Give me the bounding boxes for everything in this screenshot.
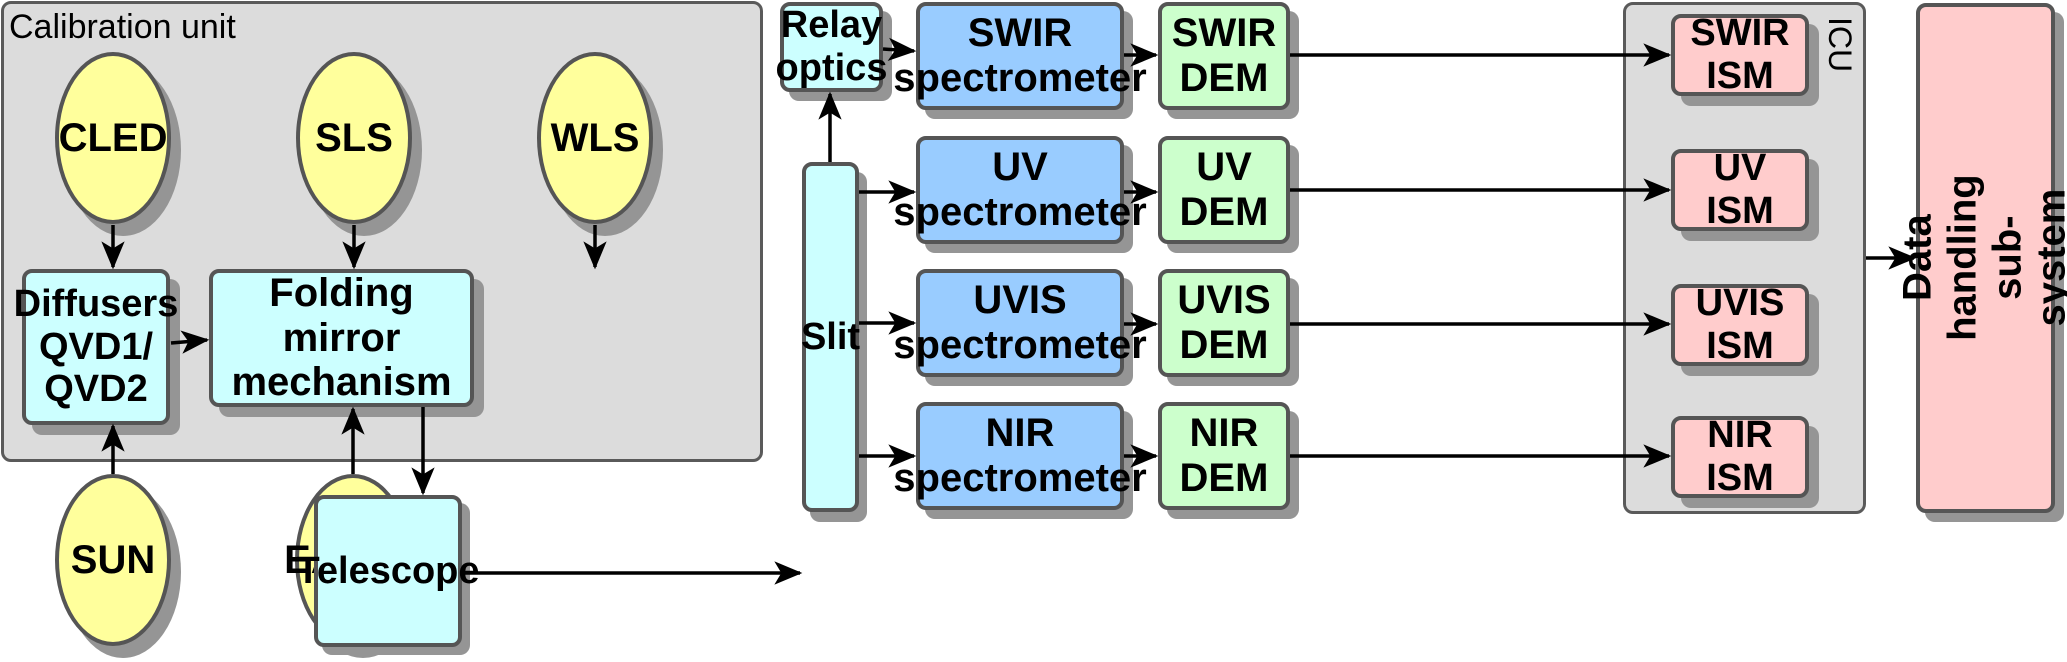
wls-label: WLS xyxy=(550,115,640,160)
nir-spectrometer[interactable]: NIR spectrometer xyxy=(893,402,1147,510)
slit-box[interactable]: Slit xyxy=(800,162,861,512)
nir-dem[interactable]: NIR DEM xyxy=(1158,402,1290,510)
relay-optics-label: Relay optics xyxy=(775,4,888,89)
uvis-dem[interactable]: UVIS DEM xyxy=(1158,269,1290,377)
cled-label: CLED xyxy=(58,115,168,160)
sun-source[interactable]: SUN xyxy=(55,474,171,646)
swir-spectrometer[interactable]: SWIR spectrometer xyxy=(893,2,1147,110)
uvis-spectrometer[interactable]: UVIS spectrometer xyxy=(893,269,1147,377)
uv-ism-label: UV ISM xyxy=(1706,147,1774,232)
uv-dem[interactable]: UV DEM xyxy=(1158,136,1290,244)
slit-label: Slit xyxy=(800,315,861,358)
relay-optics-box[interactable]: Relay optics xyxy=(776,2,887,92)
nir-ism-label: NIR ISM xyxy=(1706,414,1774,499)
diffusers-label: Diffusers QVD1/ QVD2 xyxy=(13,283,179,411)
icu-label: ICU xyxy=(1822,17,1858,73)
swir-spectrometer-label: SWIR spectrometer xyxy=(893,11,1147,100)
diffusers-box[interactable]: Diffusers QVD1/ QVD2 xyxy=(14,269,178,425)
cled-source[interactable]: CLED xyxy=(55,52,171,224)
folding-mirror-box[interactable]: Folding mirror mechanism xyxy=(209,269,474,407)
swir-ism[interactable]: SWIR ISM xyxy=(1671,12,1809,97)
folding-mirror-label: Folding mirror mechanism xyxy=(231,270,452,405)
nir-ism[interactable]: NIR ISM xyxy=(1671,414,1809,499)
swir-ism-label: SWIR ISM xyxy=(1690,12,1790,97)
uvis-ism-label: UVIS ISM xyxy=(1695,282,1785,367)
uvis-dem-label: UVIS DEM xyxy=(1177,278,1271,367)
wls-source[interactable]: WLS xyxy=(537,52,653,224)
swir-dem[interactable]: SWIR DEM xyxy=(1158,2,1290,110)
telescope-box[interactable]: Telescope xyxy=(296,495,480,647)
uv-spectrometer[interactable]: UV spectrometer xyxy=(893,136,1147,244)
uv-spectrometer-label: UV spectrometer xyxy=(893,145,1147,234)
data-handling-box[interactable]: Data handling sub-system xyxy=(1896,3,2067,513)
sls-source[interactable]: SLS xyxy=(296,52,412,224)
data-handling-label: Data handling sub-system xyxy=(1895,174,2067,342)
calibration-unit-label: Calibration unit xyxy=(9,8,236,46)
uvis-spectrometer-label: UVIS spectrometer xyxy=(893,278,1147,367)
sun-label: SUN xyxy=(70,537,156,582)
uvis-ism[interactable]: UVIS ISM xyxy=(1671,282,1809,367)
sls-label: SLS xyxy=(315,115,393,160)
nir-dem-label: NIR DEM xyxy=(1179,411,1269,500)
swir-dem-label: SWIR DEM xyxy=(1171,11,1277,100)
nir-spectrometer-label: NIR spectrometer xyxy=(893,411,1147,500)
telescope-label: Telescope xyxy=(296,549,480,592)
uv-ism[interactable]: UV ISM xyxy=(1671,147,1809,232)
uv-dem-label: UV DEM xyxy=(1179,145,1269,234)
